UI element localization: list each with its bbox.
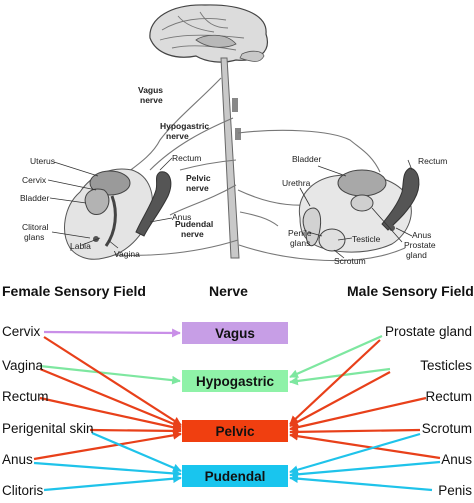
rectum-f-shape bbox=[135, 171, 172, 237]
bladder-f-shape bbox=[84, 188, 110, 215]
female-field-perigenital-skin: Perigenital skin bbox=[2, 421, 94, 436]
label-rectum-male: Rectum bbox=[418, 156, 447, 166]
arrow-cervix-vagus bbox=[43, 328, 181, 338]
nerve-box-pudendal: Pudendal bbox=[182, 465, 288, 487]
nerve-box-pelvic: Pelvic bbox=[182, 420, 288, 442]
arrow-testicles-pelvic bbox=[289, 371, 391, 427]
arrow-rectum-m-pelvic bbox=[289, 396, 427, 432]
female-field-vagina: Vagina bbox=[2, 358, 44, 373]
label-anus-male: Anus bbox=[412, 230, 431, 240]
vagina-shape bbox=[104, 195, 117, 247]
label-vagina: Vagina bbox=[114, 249, 140, 259]
header-male-sensory-field: Male Sensory Field bbox=[347, 283, 474, 299]
arrow-penis-pudendal bbox=[289, 474, 433, 492]
label-bladder-female: Bladder bbox=[20, 193, 49, 203]
arrow-perigenital-pelvic bbox=[89, 426, 182, 436]
arrow-testicles-hypogastric bbox=[289, 367, 391, 386]
hypogastric-nerve-line-m bbox=[237, 129, 381, 173]
nerve-box-hypogastric: Hypogastric bbox=[182, 370, 288, 392]
brain-icon bbox=[149, 4, 268, 63]
male-field-penis: Penis bbox=[438, 483, 472, 498]
male-field-prostate-gland: Prostate gland bbox=[384, 324, 472, 339]
male-field-scrotum: Scrotum bbox=[421, 421, 472, 436]
female-field-anus: Anus bbox=[2, 452, 33, 467]
testicle-shape bbox=[318, 228, 346, 252]
prostate-shape bbox=[350, 194, 374, 212]
label-labia: Labia bbox=[70, 241, 91, 251]
female-field-clitoris: Clitoris bbox=[2, 483, 44, 498]
arrow-scrotum-pudendal bbox=[289, 432, 421, 475]
arrow-vagina-hypogastric bbox=[39, 364, 181, 385]
penis-shape bbox=[302, 207, 322, 247]
arrow-cervix-pelvic bbox=[43, 336, 182, 426]
male-pelvis bbox=[298, 167, 420, 253]
label-bladder-male: Bladder bbox=[292, 154, 321, 164]
female-field-rectum: Rectum bbox=[2, 389, 49, 404]
arrow-anus-f-pelvic bbox=[33, 430, 182, 461]
arrow-prostate-hypogastric bbox=[289, 334, 383, 379]
male-field-rectum: Rectum bbox=[425, 389, 472, 404]
arrow-scrotum-pelvic bbox=[289, 427, 421, 437]
arrow-perigenital-pudendal bbox=[91, 431, 182, 473]
label-testicle: Testicle bbox=[352, 234, 381, 244]
arrow-clitoris-pudendal bbox=[43, 474, 182, 492]
header-female-sensory-field: Female Sensory Field bbox=[2, 283, 146, 299]
nerve-box-vagus: Vagus bbox=[182, 322, 288, 344]
female-field-cervix: Cervix bbox=[2, 324, 41, 339]
label-scrotum: Scrotum bbox=[334, 256, 366, 266]
header-nerve: Nerve bbox=[209, 283, 248, 299]
spinal-cord bbox=[220, 57, 241, 259]
male-field-anus: Anus bbox=[441, 452, 472, 467]
arrow-prostate-pelvic bbox=[289, 339, 381, 425]
arrow-anus-m-pudendal bbox=[289, 460, 441, 479]
label-urethra: Urethra bbox=[282, 178, 311, 188]
hypogastric-nerve-line-f bbox=[149, 117, 234, 171]
label-anus-female: Anus bbox=[172, 212, 191, 222]
label-uterus: Uterus bbox=[30, 156, 55, 166]
rectum-m-shape bbox=[381, 167, 420, 231]
arrow-anus-f-pudendal bbox=[33, 461, 182, 478]
arrow-rectum-f-pelvic bbox=[39, 396, 182, 432]
arrow-vagina-pelvic bbox=[39, 367, 182, 429]
label-rectum-female: Rectum bbox=[172, 153, 201, 163]
male-field-testicles: Testicles bbox=[420, 358, 472, 373]
label-cervix: Cervix bbox=[22, 175, 47, 185]
arrow-anus-m-pelvic bbox=[289, 431, 441, 460]
female-pelvis bbox=[64, 168, 172, 260]
